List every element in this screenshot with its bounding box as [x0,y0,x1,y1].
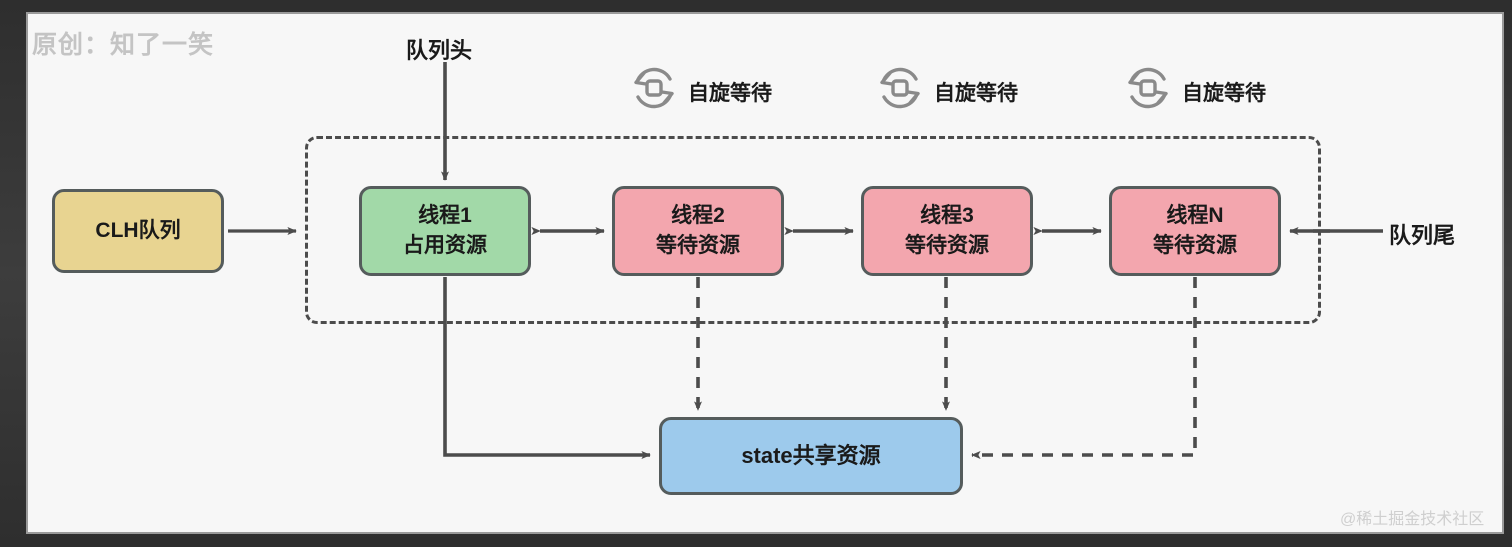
spin-loop-icon [874,62,926,114]
node-thread-2-line1: 线程2 [671,203,725,227]
spin-wait-label-1: 自旋等待 [688,82,772,105]
node-thread-2-line2: 等待资源 [656,234,740,257]
node-thread-n[interactable]: 线程N 等待资源 [1109,186,1281,276]
watermark-top-left: 原创：知了一笑 [32,31,215,59]
queue-tail-label: 队列尾 [1389,223,1456,248]
node-clh-line1: CLH队列 [95,218,181,242]
watermark-bottom-right: @稀土掘金技术社区 [1340,511,1485,528]
node-thread-3-line2: 等待资源 [905,234,989,257]
node-state-line1: state共享资源 [741,443,881,469]
node-thread-1-line2: 占用资源 [403,234,487,257]
node-state-shared-resource[interactable]: state共享资源 [659,417,963,495]
node-thread-2[interactable]: 线程2 等待资源 [612,186,784,276]
node-thread-n-line1: 线程N [1166,203,1224,227]
spin-loop-icon [1122,62,1174,114]
node-clh-queue[interactable]: CLH队列 [52,189,224,273]
spin-loop-icon [628,62,680,114]
spin-wait-label-2: 自旋等待 [934,82,1018,105]
spin-wait-label-3: 自旋等待 [1182,82,1266,105]
node-thread-1-line1: 线程1 [418,203,472,227]
clh-queue-container [305,136,1321,324]
node-thread-3[interactable]: 线程3 等待资源 [861,186,1033,276]
node-thread-n-line2: 等待资源 [1153,234,1237,257]
queue-head-label: 队列头 [406,38,473,63]
node-thread-1[interactable]: 线程1 占用资源 [359,186,531,276]
node-thread-3-line1: 线程3 [920,203,974,227]
